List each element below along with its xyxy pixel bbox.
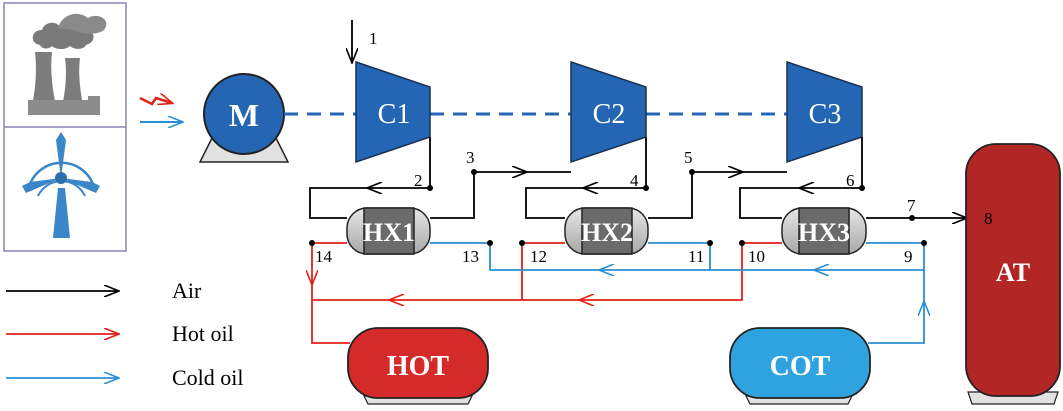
motor-icon: [198, 73, 290, 163]
motor-label: M: [229, 97, 259, 133]
state-point-label: 3: [466, 148, 475, 167]
legend-label: Air: [172, 278, 202, 303]
state-point-label: 1: [369, 29, 378, 48]
air-tank-label: AT: [996, 258, 1030, 287]
hx-label: HX1: [363, 218, 415, 247]
hot-tank-label: HOT: [387, 351, 450, 382]
electricity-icon: [139, 98, 172, 106]
hx-label: HX3: [798, 218, 850, 247]
legend: Air Hot oil Cold oil: [6, 278, 244, 390]
compressor-label: C3: [809, 99, 842, 130]
heat-exchanger-hx1: [346, 207, 431, 255]
cold-tank-label: COT: [770, 351, 831, 382]
air-tank: [965, 143, 1061, 405]
state-point-label: 9: [904, 247, 913, 266]
state-point-label: 13: [462, 247, 479, 266]
state-point-label: 7: [907, 196, 916, 215]
heat-exchanger-hx3: [781, 207, 867, 255]
state-point-label: 5: [684, 148, 693, 167]
heat-exchanger-hx2: [564, 207, 649, 255]
compressor-label: C2: [593, 99, 626, 130]
state-point-label: 12: [530, 247, 547, 266]
hot-oil-tank: [347, 327, 489, 405]
legend-label: Hot oil: [172, 321, 234, 346]
state-point-label: 4: [630, 171, 639, 190]
cold-oil-tank: [729, 327, 871, 405]
factory-icon: [28, 13, 107, 115]
wind-turbine-icon: [22, 132, 100, 238]
state-point-label: 11: [688, 247, 704, 266]
hx-label: HX2: [581, 218, 633, 247]
state-point-label: 2: [414, 171, 423, 190]
legend-label: Cold oil: [172, 365, 244, 390]
state-point-label: 10: [748, 247, 765, 266]
state-point-label: 8: [984, 209, 993, 228]
state-point-label: 6: [846, 171, 855, 190]
compressor-label: C1: [378, 99, 411, 130]
cold-oil-lines: [430, 242, 924, 344]
state-point-label: 14: [315, 247, 333, 266]
